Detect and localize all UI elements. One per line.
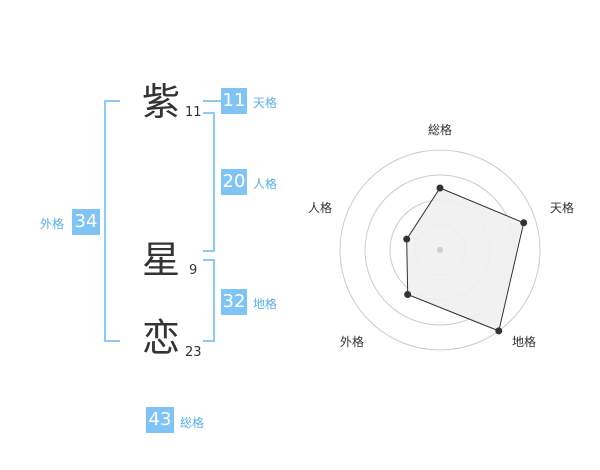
radar-point-4 (403, 235, 411, 243)
jinkaku-badge: 20 (221, 169, 247, 195)
radar-axis-label-chikaku: 地格 (512, 335, 537, 349)
tenkaku-badge: 11 (221, 88, 247, 114)
radar-ring (339, 149, 541, 351)
radar-axis-label-soukaku: 総格 (428, 123, 453, 137)
radar-point-0 (436, 184, 444, 192)
radar-center (437, 247, 443, 253)
soukaku-label: 総格 (180, 416, 205, 430)
radar-axis-label-tenkaku: 天格 (550, 201, 575, 215)
name-char-2-strokes: 9 (189, 263, 198, 278)
radar-polygon (406, 187, 525, 332)
chikaku-badge: 32 (221, 289, 247, 315)
name-char-1: 紫 (142, 80, 181, 124)
gaikaku-bracket (104, 100, 120, 342)
name-char-3: 恋 (142, 316, 181, 360)
radar-point-3 (404, 290, 412, 298)
jinkaku-label: 人格 (253, 177, 278, 191)
soukaku-badge: 43 (146, 407, 174, 433)
name-char-1-strokes: 11 (185, 105, 202, 120)
chikaku-label: 地格 (253, 297, 278, 311)
jinkaku-bracket (203, 112, 215, 252)
gaikaku-badge: 34 (72, 209, 100, 235)
tenkaku-connector (203, 100, 221, 102)
tenkaku-label: 天格 (253, 96, 278, 110)
chikaku-bracket (203, 259, 215, 342)
radar-axis-label-jinkaku: 人格 (308, 201, 333, 215)
radar-axis-label-gaikaku: 外格 (340, 335, 365, 349)
radar-point-1 (520, 219, 528, 227)
gaikaku-label: 外格 (40, 217, 65, 231)
name-char-2: 星 (142, 238, 181, 282)
name-char-3-strokes: 23 (185, 345, 202, 360)
radar-point-2 (495, 327, 503, 335)
